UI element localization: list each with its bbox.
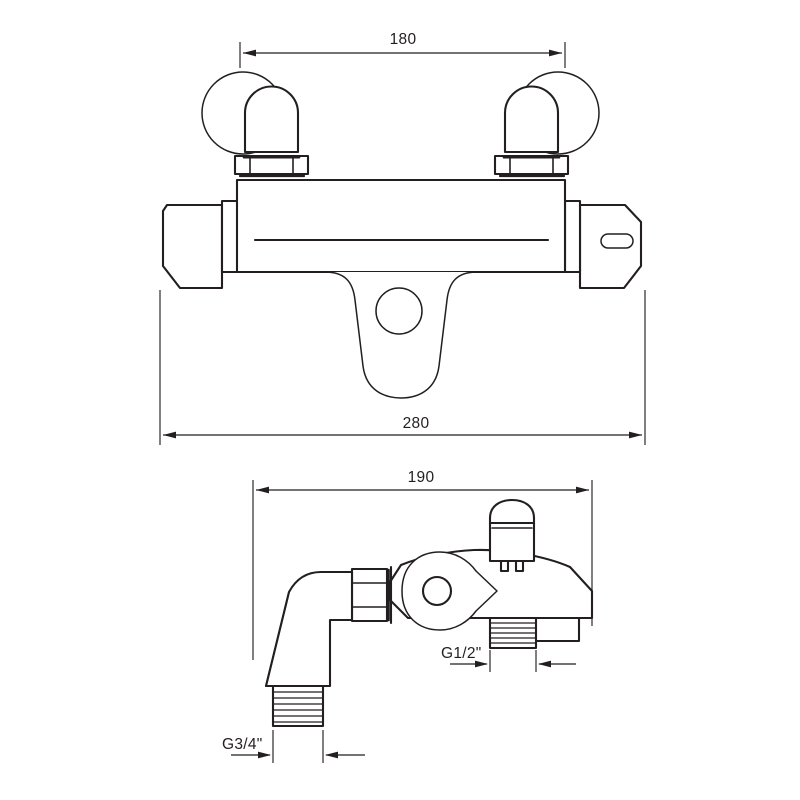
diverter-knob-barrel: [488, 521, 536, 563]
coupling-hex-nut-body: [350, 567, 389, 623]
left-inlet-cap: [243, 85, 300, 154]
diverter-knob-side: [488, 498, 536, 573]
dim-190-arrow-right: [576, 486, 589, 494]
right-hex-nut: [493, 154, 570, 178]
left-hex-nut: [233, 154, 310, 178]
callout-g34: G3/4": [222, 730, 365, 763]
main-body: [235, 178, 567, 274]
dim-280-arrow-left: [163, 431, 176, 439]
right-inlet-cap: [503, 85, 560, 154]
dim-280-label: 280: [403, 415, 430, 432]
temperature-indicator-slot: [600, 233, 634, 249]
callout-g12: G1/2": [441, 645, 576, 672]
shower-outlet-thread: [488, 616, 538, 650]
side-elevation-view: 190: [222, 469, 594, 763]
spout-body-side: [264, 570, 354, 688]
left-hex-nut-body: [233, 154, 310, 176]
dim-180-arrow-right: [549, 49, 562, 57]
right-collar: [563, 199, 582, 274]
g34-label: G3/4": [222, 736, 263, 753]
coupling-hex-nut: [350, 565, 393, 625]
right-hex-nut-body: [493, 154, 570, 176]
g12-arrow-right: [538, 660, 551, 668]
front-elevation-view: 180: [159, 31, 646, 445]
g12-label: G1/2": [441, 645, 482, 662]
dim-190-label: 190: [408, 469, 435, 486]
dim-280-arrow-right: [629, 431, 642, 439]
spout-chamfer-line: [265, 591, 290, 687]
diverter-knob-circle-front: [375, 287, 423, 335]
dimension-180: 180: [239, 31, 566, 68]
diverter-stem-left: [499, 559, 510, 573]
spout-front-profile: [236, 271, 566, 399]
diverter-knob-dome: [488, 498, 536, 525]
g34-arrow-right: [325, 751, 338, 759]
left-collar: [220, 199, 240, 274]
dim-190-arrow-left: [256, 486, 269, 494]
dimension-280: 280: [159, 290, 646, 445]
dim-180-label: 180: [390, 31, 417, 48]
left-end-cap: [161, 203, 224, 290]
diverter-stem-right: [514, 559, 525, 573]
g34-arrow-left: [258, 751, 271, 759]
bath-outlet-thread-body: [271, 684, 325, 728]
dim-180-arrow-left: [243, 49, 256, 57]
g12-arrow-left: [475, 660, 488, 668]
handle-boss-circle: [421, 575, 453, 607]
bath-outlet-thread: [271, 684, 325, 728]
